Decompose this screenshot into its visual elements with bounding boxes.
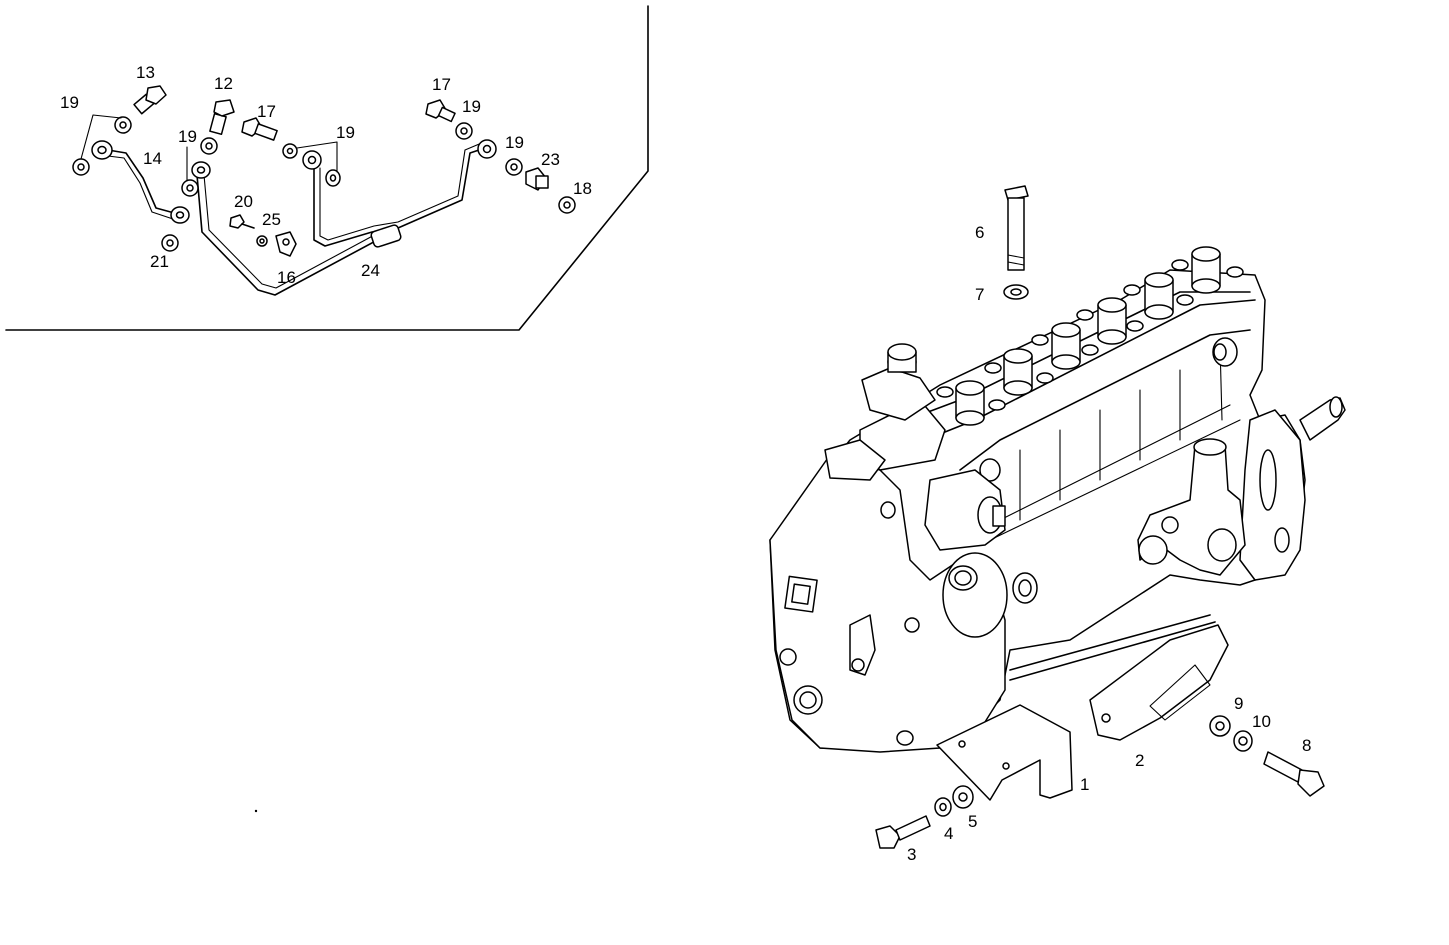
washer-icon [200, 137, 218, 155]
banjo-bolt-13 [133, 85, 167, 115]
callout-6: 6 [975, 223, 984, 242]
clamp-16 [275, 231, 297, 257]
fuel-line-assembly [91, 139, 497, 296]
callout-17: 17 [257, 102, 276, 121]
callout-14: 14 [143, 149, 162, 168]
governor-housing [769, 454, 1006, 753]
callout-labels: 19 13 12 17 19 14 19 17 19 19 23 18 20 2… [60, 63, 1311, 864]
callout-16: 16 [277, 268, 296, 287]
fuel-pipe-24 [196, 174, 384, 296]
delivery-valve-holders [936, 246, 1244, 426]
callout-18: 18 [573, 179, 592, 198]
callout-19: 19 [462, 97, 481, 116]
washer-icon [181, 179, 199, 197]
callout-4: 4 [944, 824, 953, 843]
fuel-pipe-14 [107, 149, 179, 215]
delivery-valve-icon [1003, 348, 1033, 396]
callout-19: 19 [336, 123, 355, 142]
delivery-valve-icon [1144, 272, 1174, 320]
callout-19: 19 [60, 93, 79, 112]
washer-9 [1209, 715, 1231, 737]
inset-frame [5, 5, 649, 331]
washer-icon [256, 235, 268, 247]
callout-8: 8 [1302, 736, 1311, 755]
washer-icon [161, 234, 179, 252]
callout-19: 19 [178, 127, 197, 146]
bracket-1 [936, 704, 1073, 801]
washer-icon [114, 116, 132, 134]
callout-12: 12 [214, 74, 233, 93]
callout-20: 20 [234, 192, 253, 211]
bolt-3 [875, 815, 931, 849]
delivery-valve-icon [1191, 246, 1221, 294]
callout-13: 13 [136, 63, 155, 82]
bolt-6 [1004, 185, 1029, 271]
banjo-bolt-12 [209, 99, 235, 135]
bracket-2 [1089, 624, 1229, 741]
banjo-bolt-17b [425, 99, 456, 123]
speck [254, 809, 258, 813]
callout-19: 19 [505, 133, 524, 152]
inset-bolts [133, 85, 549, 257]
bolt-8 [1263, 751, 1325, 797]
callout-7: 7 [975, 285, 984, 304]
bolt-20 [229, 214, 255, 229]
washer-4 [934, 797, 952, 817]
washer-7 [1003, 284, 1029, 300]
callout-9: 9 [1234, 694, 1243, 713]
banjo-bolt-17a [241, 117, 278, 141]
callout-10: 10 [1252, 712, 1271, 731]
delivery-valve-icon [1051, 322, 1081, 370]
callout-23: 23 [541, 150, 560, 169]
callout-21: 21 [150, 252, 169, 271]
banjo-bolt-23 [525, 167, 549, 191]
inset-washers [72, 116, 576, 252]
front-cover-plate [942, 552, 1008, 638]
delivery-valve-icon [955, 380, 985, 426]
washer-icon [455, 122, 473, 140]
washer-icon [558, 196, 576, 214]
callout-24: 24 [361, 261, 380, 280]
callout-2: 2 [1135, 751, 1144, 770]
washer-icon [505, 158, 523, 176]
callout-1: 1 [1080, 775, 1089, 794]
mounting-parts [875, 185, 1325, 849]
washer-icon [325, 169, 341, 187]
washer-5 [952, 785, 974, 809]
washer-icon [72, 158, 90, 176]
washer-icon [282, 143, 298, 159]
delivery-valve-icon [1097, 297, 1127, 345]
tee-fitting [370, 224, 402, 248]
washer-10 [1233, 730, 1253, 752]
callout-3: 3 [907, 845, 916, 864]
callout-17: 17 [432, 75, 451, 94]
injection-pump [769, 269, 1346, 753]
callout-5: 5 [968, 812, 977, 831]
callout-25: 25 [262, 210, 281, 229]
leader-lines [80, 114, 338, 182]
